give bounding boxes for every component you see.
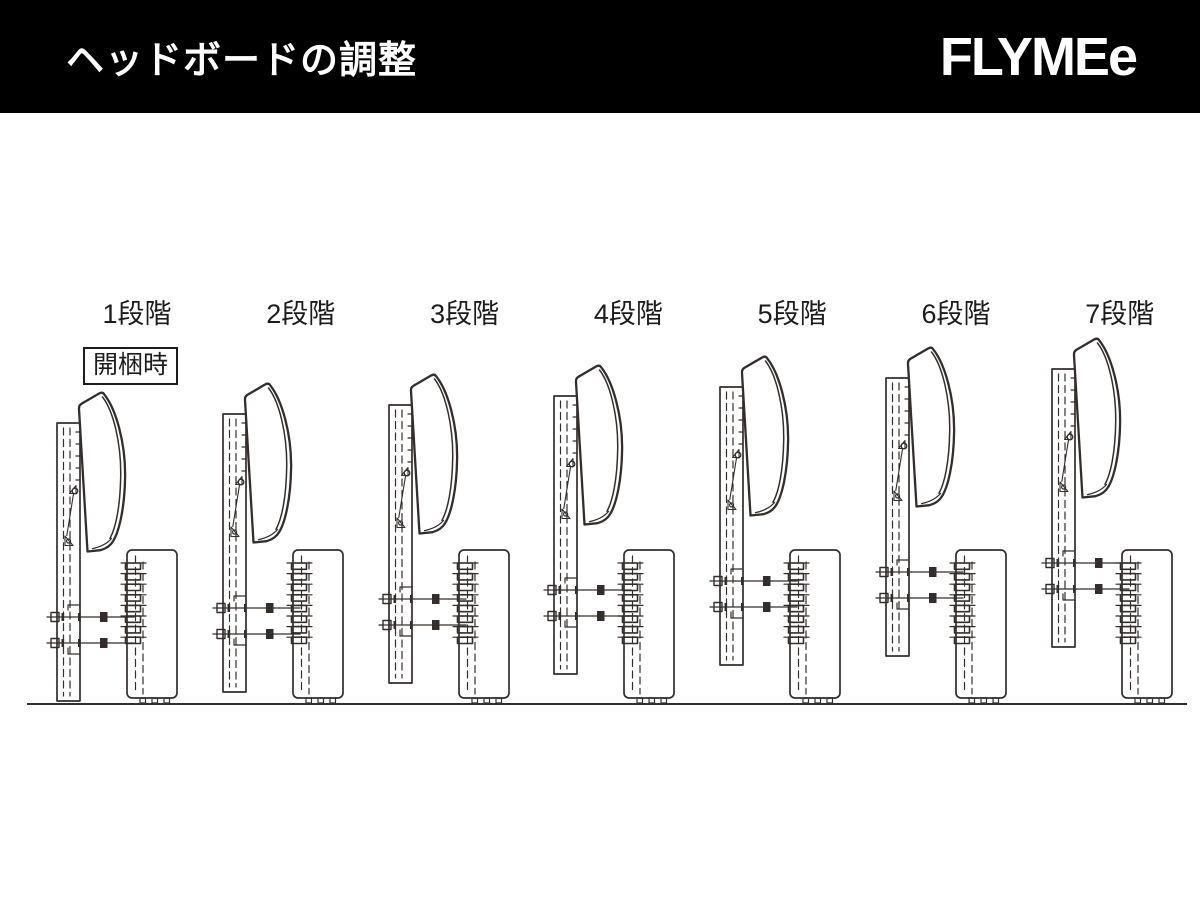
headboard-support-leg — [56, 422, 81, 702]
headboard-support-leg — [719, 386, 745, 666]
bracket-slot-column — [783, 562, 810, 645]
hinge-bracket — [64, 484, 79, 547]
headboard-support-leg — [387, 404, 413, 684]
stage-column-4: 4段階 — [527, 299, 677, 730]
brand-logo: FLYMEe — [939, 26, 1138, 87]
headboard-pad — [741, 355, 790, 517]
stage-label: 2段階 — [266, 299, 336, 329]
bracket-slot-column — [617, 562, 644, 645]
headboard-diagram-stage-1 — [46, 391, 178, 704]
hinge-bracket — [396, 466, 411, 529]
stage-column-7: 7段階 — [1025, 299, 1175, 730]
adjustment-bolts — [875, 566, 964, 604]
headboard-assembly — [875, 346, 964, 657]
bed-base-bracket — [120, 549, 178, 704]
adjustment-bolts — [709, 575, 798, 613]
stage-column-2: 2段階 — [196, 299, 346, 730]
hinge-bracket — [727, 448, 742, 511]
header-bar: ヘッドボードの調整 FLYMEe — [0, 0, 1200, 113]
bed-base-bracket — [451, 549, 510, 704]
adjustment-bolts — [46, 611, 135, 649]
headboard-support-leg — [885, 377, 910, 657]
headboard-diagram-stage-4 — [543, 364, 676, 704]
adjustment-bolts — [377, 593, 467, 631]
headboard-pad — [243, 382, 293, 544]
bracket-slot-column — [120, 562, 147, 645]
page-title: ヘッドボードの調整 — [66, 40, 418, 82]
adjustment-bolts — [212, 602, 301, 640]
bed-base-bracket — [949, 549, 1007, 704]
headboard-diagram-stage-5 — [709, 355, 842, 704]
headboard-assembly — [1041, 337, 1130, 648]
stage-label: 4段階 — [593, 299, 663, 329]
headboard-pad — [409, 373, 458, 535]
stage-column-5: 5段階 — [693, 299, 843, 730]
headboard-support-leg — [1050, 368, 1076, 648]
diagram-area: 1段階開梱時 — [0, 113, 1200, 900]
headboard-diagram-stage-7 — [1041, 337, 1173, 704]
headboard-pad — [1072, 337, 1122, 499]
headboard-assembly — [543, 364, 633, 675]
unpacked-badge: 開梱時 — [83, 347, 179, 385]
stage-column-1: 1段階開梱時 — [30, 299, 180, 730]
stage-label: 3段階 — [430, 299, 500, 329]
bed-base-bracket — [1115, 549, 1173, 704]
bracket-slot-column — [949, 562, 976, 645]
headboard-pad — [906, 346, 956, 508]
adjustment-bolts — [1041, 557, 1130, 595]
floor-line — [27, 703, 1187, 705]
hinge-bracket — [893, 439, 908, 502]
hinge-bracket — [561, 457, 576, 520]
bed-base-bracket — [286, 549, 344, 704]
bracket-slot-column — [286, 562, 313, 645]
bed-base-bracket — [783, 549, 842, 704]
headboard-diagram-stage-2 — [212, 382, 344, 704]
headboard-assembly — [709, 355, 798, 666]
headboard-support-leg — [221, 413, 247, 693]
bracket-slot-column — [451, 562, 479, 645]
headboard-pad — [575, 364, 624, 526]
headboard-diagram-stage-3 — [377, 373, 510, 704]
stage-label: 5段階 — [757, 299, 827, 329]
bracket-slot-column — [1115, 562, 1142, 645]
adjustment-bolts — [543, 584, 633, 622]
headboard-assembly — [377, 373, 467, 684]
stage-label: 1段階 — [102, 299, 172, 329]
headboard-assembly — [46, 391, 135, 702]
stage-label: 7段階 — [1085, 299, 1155, 329]
headboard-pad — [77, 391, 127, 553]
headboard-diagram-stage-6 — [875, 346, 1007, 704]
stage-label: 6段階 — [921, 299, 991, 329]
bed-base-bracket — [617, 549, 676, 704]
hinge-bracket — [230, 475, 245, 538]
headboard-support-leg — [553, 395, 579, 675]
headboard-assembly — [212, 382, 301, 693]
hinge-bracket — [1059, 430, 1074, 493]
stage-column-6: 6段階 — [859, 299, 1009, 730]
stage-column-3: 3段階 — [362, 299, 512, 730]
